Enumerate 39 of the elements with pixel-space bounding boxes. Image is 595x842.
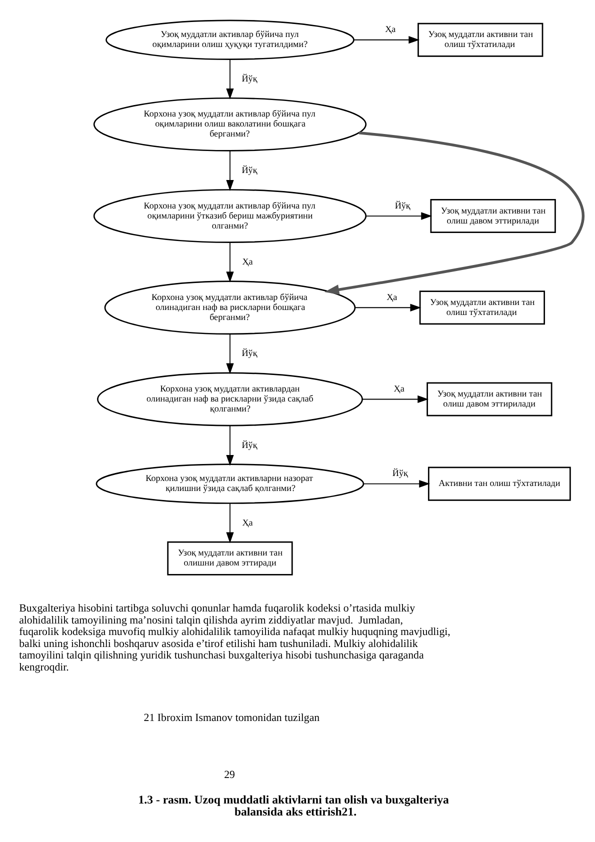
arrow (366, 212, 432, 220)
edge-label: Ҳа (242, 516, 253, 527)
arrow (354, 303, 422, 311)
node-ellipse: Корхона узоқ муддатли активлар бўйича олинадиган наф ва рискларни бошқага берганми? (104, 280, 356, 334)
node-ellipse: Корхона узоқ муддатли активлар бўйича пул оқимларини ўтказиб бериш мажбуриятини олганми? (93, 188, 367, 242)
edge-label: Йўқ (242, 348, 258, 358)
arrow (226, 58, 234, 99)
caption: 1.3 - rasm. Uzoq muddatli aktivlarni tan olish va buxgalteriya balansida aks ettirish21. (138, 792, 449, 818)
node-ellipse: Корхона узоқ муддатли активларни назорат қилишни ўзида сақлаб қолганми? (96, 463, 364, 504)
label: 21 Ibroxim Ismanov tomonidan tuzilgan (144, 711, 320, 724)
arrow (226, 241, 234, 282)
edge-label: Йўқ (394, 200, 410, 210)
edge-label: Ҳа (385, 24, 396, 34)
edge-label: Ҳа (386, 291, 398, 302)
edge-label: Йўқ (392, 468, 408, 478)
arrow (226, 424, 234, 466)
label: Buxgalteriya hisobini tartibga soluvchi qonunlar hamda fuqarolik kodeksi o’rtasida mulkiy alohidalilik tamoyilining ma’nosini talqin qilishda ayrim ziddiyatlar mavjud. Jumladan, fuqarolik kodeksiga muvofiq mulkiy alohidalilik tamoyilida nafaqat mulkiy huquqning mavjudligi, balki uning ishonchli boshqaruv asosida e’tirof etilishi ham tushuniladi. Mulkiy alohidalilik tamoyilini talqin qilishning yuridik tushunchasi buxgalteriya hisobi tushunchasiga qaraganda kengroqdir. (19, 602, 450, 674)
arrow (362, 394, 428, 403)
edge-label: Йўқ (242, 72, 258, 83)
node-box: Узоқ муддатли активни тан олиш тўхтатилади (419, 290, 545, 324)
node-box: Узоқ муддатли активни тан олиш тўхтатилади (418, 22, 544, 56)
arrow (324, 130, 585, 294)
label: 29 (224, 768, 235, 781)
edge-label: Йўқ (242, 439, 258, 450)
node-ellipse: Корхона узоқ муддатли активлар бўйича пул оқимларини олиш ваколатини бошқага берганми? (93, 96, 367, 151)
node-ellipse: Корхона узоқ муддатли активлардан олинадиган наф ва рискларни ўзида сақлаб қолганми? (97, 372, 363, 426)
node-ellipse: Узоқ муддатли активлар бўйича пул оқимларини олиш ҳуқуқи тугатилдими? (106, 19, 354, 60)
edge-label: Ҳа (242, 256, 253, 266)
arrow (226, 502, 234, 543)
arrow (354, 36, 420, 44)
node-box: Узоқ муддатли активни тан олиш давом эттирилади (430, 198, 556, 233)
node-box: Активни тан олиш тўхтатилади (428, 466, 571, 500)
arrow (226, 333, 234, 374)
node-box: Узоқ муддатли активни тан олишни давом эттиради (167, 540, 293, 575)
arrow (363, 480, 430, 488)
node-box: Узоқ муддатли активни тан олиш давом эттирилади (426, 382, 552, 416)
edge-label: Ҳа (394, 383, 404, 394)
edge-label: Йўқ (242, 164, 258, 174)
arrow (226, 150, 234, 190)
